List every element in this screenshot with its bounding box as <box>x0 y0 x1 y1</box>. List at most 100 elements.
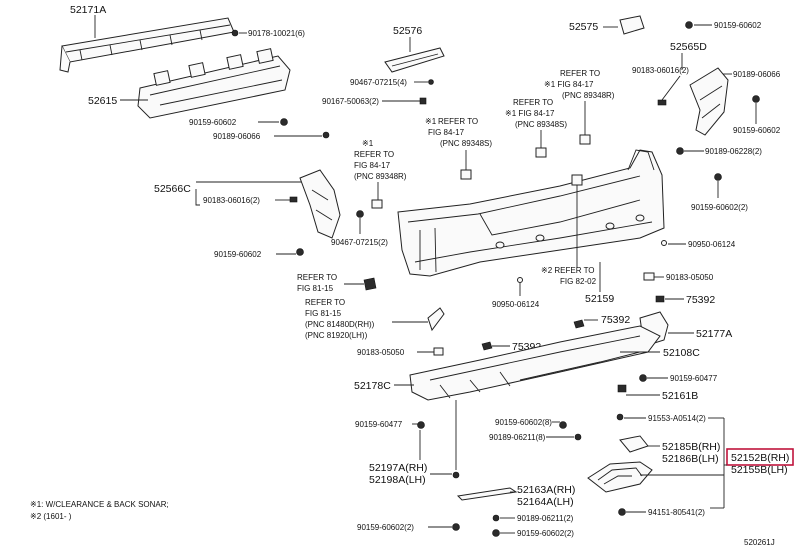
label-52575[interactable]: 52575 <box>569 21 598 33</box>
svg-text:(PNC 89348S): (PNC 89348S) <box>515 120 567 129</box>
retainer-icon <box>481 341 493 351</box>
label-90159-60477r[interactable]: 90159-60477 <box>670 374 718 383</box>
nut-icon <box>289 196 298 203</box>
clip-icon <box>571 174 583 186</box>
label-90183-06016-r[interactable]: 90183-06016(2) <box>632 66 689 75</box>
refer-note-6[interactable]: REFER TO FIG 81-15 (PNC 81480D(RH)) (PNC… <box>305 298 375 340</box>
label-90159-60602-2r[interactable]: 90159-60602(2) <box>691 203 748 212</box>
label-52164A[interactable]: 52164A(LH) <box>517 496 574 508</box>
label-52178C[interactable]: 52178C <box>354 380 391 392</box>
label-90189-06066-l[interactable]: 90189-06066 <box>213 132 261 141</box>
nut-icon <box>617 384 627 393</box>
reflector-52152B[interactable] <box>587 461 653 493</box>
clip-icon <box>433 347 444 356</box>
label-52155B[interactable]: 52155B(LH) <box>731 464 788 476</box>
label-90189-06066-r[interactable]: 90189-06066 <box>733 70 781 79</box>
bolt-icon <box>676 147 684 155</box>
label-52161B[interactable]: 52161B <box>662 390 698 402</box>
label-52566C[interactable]: 52566C <box>154 183 191 195</box>
label-52615[interactable]: 52615 <box>88 95 117 107</box>
label-52177A[interactable]: 52177A <box>696 328 732 340</box>
label-52197A[interactable]: 52197A(RH) <box>369 462 427 474</box>
label-90950-06124r[interactable]: 90950-06124 <box>688 240 736 249</box>
refer-note-4[interactable]: REFER TO ※1 FIG 84-17 (PNC 89348S) <box>505 98 567 129</box>
label-90183-06016-l[interactable]: 90183-06016(2) <box>203 196 260 205</box>
svg-text:FIG 82-02: FIG 82-02 <box>560 277 597 286</box>
refer-note-3[interactable]: REFER TO ※1 FIG 84-17 (PNC 89348R) <box>544 69 615 100</box>
refer-note-5[interactable]: REFER TO FIG 81-15 <box>297 273 337 293</box>
refer-note-7[interactable]: ※2 REFER TO FIG 82-02 <box>541 266 597 286</box>
svg-text:(PNC 81480D(RH)): (PNC 81480D(RH)) <box>305 320 375 329</box>
absorber-52615[interactable] <box>137 48 291 119</box>
bolt-icon <box>752 95 760 103</box>
clip-icon <box>363 277 377 291</box>
svg-text:REFER TO: REFER TO <box>297 273 337 282</box>
svg-text:※1: ※1 <box>425 117 437 126</box>
label-90189-06211-2[interactable]: 90189-06211(2) <box>517 514 574 523</box>
washer-icon <box>492 514 500 522</box>
label-52163A[interactable]: 52163A(RH) <box>517 484 575 496</box>
svg-text:FIG 84-17: FIG 84-17 <box>428 128 465 137</box>
refer-note-2[interactable]: ※1 REFER TO FIG 84-17 (PNC 89348S) <box>425 117 492 148</box>
refer-note-1[interactable]: ※1 REFER TO FIG 84-17 (PNC 89348R) <box>354 139 407 181</box>
label-52185B[interactable]: 52185B(RH) <box>662 441 720 453</box>
svg-text:(PNC 81920(LH)): (PNC 81920(LH)) <box>305 331 368 340</box>
label-90189-06211-8[interactable]: 90189-06211(8) <box>489 433 546 442</box>
grommet-icon <box>517 277 523 283</box>
svg-text:FIG 84-17: FIG 84-17 <box>354 161 391 170</box>
label-90159-60602-l2[interactable]: 90159-60602 <box>214 250 262 259</box>
label-90183-05050l[interactable]: 90183-05050 <box>357 348 405 357</box>
label-90159-60602-8[interactable]: 90159-60602(8) <box>495 418 552 427</box>
label-90159-60602-top[interactable]: 90159-60602 <box>714 21 762 30</box>
label-90159-60602-2b[interactable]: 90159-60602(2) <box>517 529 574 538</box>
bolt-icon <box>559 421 567 429</box>
bolt-icon <box>714 173 722 181</box>
bracket-52575[interactable] <box>619 15 645 35</box>
bracket-52163A[interactable] <box>456 487 518 501</box>
label-90467-2[interactable]: 90467-07215(2) <box>331 238 388 247</box>
bracket-52565D[interactable] <box>689 67 729 136</box>
label-90159-60602-l1[interactable]: 90159-60602 <box>189 118 237 127</box>
label-52171A[interactable]: 52171A <box>70 4 106 16</box>
label-52565D[interactable]: 52565D <box>670 41 707 53</box>
svg-text:REFER TO: REFER TO <box>305 298 345 307</box>
label-91553[interactable]: 91553-A0514(2) <box>648 414 706 423</box>
label-90159-60602-2bl[interactable]: 90159-60602(2) <box>357 523 414 532</box>
bracket-52566C[interactable] <box>299 169 341 239</box>
sensor-bracket-icon <box>460 169 472 180</box>
label-75392r[interactable]: 75392 <box>686 294 715 306</box>
sensor-bracket-icon <box>535 147 547 158</box>
label-90178[interactable]: 90178-10021(6) <box>248 29 305 38</box>
sensor-bracket-icon <box>371 199 383 209</box>
reinforcement-52171A[interactable] <box>59 17 235 73</box>
label-52198A[interactable]: 52198A(LH) <box>369 474 426 486</box>
label-52576[interactable]: 52576 <box>393 25 422 37</box>
svg-text:※1 FIG 84-17: ※1 FIG 84-17 <box>505 109 555 118</box>
bolt-icon <box>618 508 626 516</box>
bolt-icon <box>417 421 425 429</box>
washer-icon <box>322 131 330 139</box>
label-90950-06124b[interactable]: 90950-06124 <box>492 300 540 309</box>
label-90183-05050r[interactable]: 90183-05050 <box>666 273 714 282</box>
svg-text:(PNC 89348S): (PNC 89348S) <box>440 139 492 148</box>
label-90189-06228[interactable]: 90189-06228(2) <box>705 147 762 156</box>
bumper-cover-52159[interactable] <box>397 149 665 277</box>
bolt-icon <box>296 248 304 256</box>
label-52108C[interactable]: 52108C <box>663 347 700 359</box>
svg-text:FIG 81-15: FIG 81-15 <box>297 284 334 293</box>
retainer-52185B[interactable] <box>619 435 649 453</box>
diagram-id: 520261J <box>744 538 775 547</box>
label-90159-60602-r2[interactable]: 90159-60602 <box>733 126 781 135</box>
label-94151[interactable]: 94151-80541(2) <box>648 508 705 517</box>
label-90167[interactable]: 90167-50063(2) <box>322 97 379 106</box>
svg-text:REFER TO: REFER TO <box>513 98 553 107</box>
svg-text:(PNC 89348R): (PNC 89348R) <box>354 172 407 181</box>
label-52186B[interactable]: 52186B(LH) <box>662 453 719 465</box>
grommet-icon <box>661 240 667 246</box>
washer-icon <box>574 433 582 441</box>
label-90467-4[interactable]: 90467-07215(4) <box>350 78 407 87</box>
label-52152B[interactable]: 52152B(RH) <box>731 452 789 464</box>
label-52159[interactable]: 52159 <box>585 293 614 305</box>
label-90159-60477l[interactable]: 90159-60477 <box>355 420 403 429</box>
label-75392m[interactable]: 75392 <box>601 314 630 326</box>
